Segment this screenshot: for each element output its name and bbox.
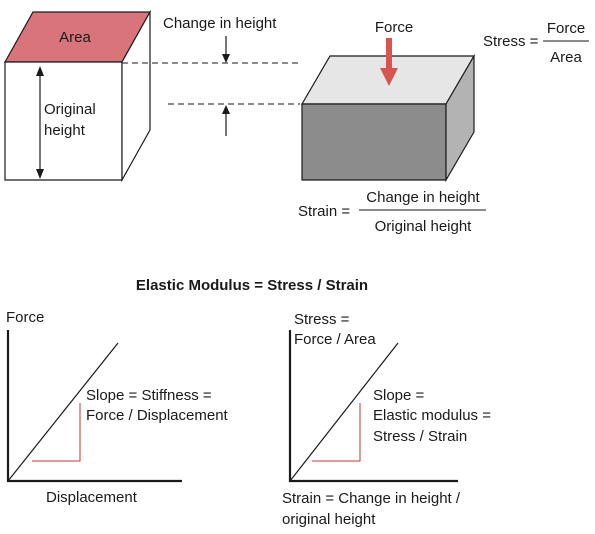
force-label: Force [375, 19, 413, 36]
right-slope-label-line1: Slope = [373, 387, 425, 404]
strain-formula-lhs: Strain = [298, 203, 350, 220]
right-y-axis-label-line2: Force / Area [294, 331, 376, 348]
right-slope-label-line3: Stress / Strain [373, 428, 467, 445]
change-in-height-indicator: Change in height [122, 15, 300, 136]
right-x-axis-label-line1: Strain = Change in height / [282, 490, 461, 507]
area-label: Area [59, 29, 91, 46]
stress-formula-numerator: Force [547, 20, 585, 37]
strain-formula-denominator: Original height [375, 218, 473, 235]
force-arrow-head [380, 68, 398, 86]
right-slope-triangle [312, 403, 361, 462]
stress-formula-lhs: Stress = [483, 33, 539, 50]
left-y-axis-label: Force [6, 309, 44, 326]
right-x-axis-label-line2: original height [282, 511, 376, 528]
original-height-label-line2: height [44, 122, 86, 139]
original-height-arrow-top [36, 66, 44, 76]
strain-formula-numerator: Change in height [366, 189, 480, 206]
stress-formula-denominator: Area [550, 49, 582, 66]
strain-formula: Strain = Change in height Original heigh… [298, 189, 486, 235]
stress-formula: Stress = Force Area [483, 20, 589, 66]
block-front-face [301, 103, 447, 181]
force-arrow-shaft [386, 38, 392, 72]
left-slope-line [7, 342, 119, 482]
original-cube: Area Original height [3, 9, 152, 183]
left-slope-label-line1: Slope = Stiffness = [86, 387, 212, 404]
change-in-height-label: Change in height [163, 15, 277, 32]
left-x-axis-label: Displacement [46, 489, 138, 506]
right-slope-line [289, 342, 399, 482]
force-displacement-graph: Force Slope = Stiffness = Force / Displa… [6, 309, 229, 506]
compressed-block: Force [300, 19, 476, 183]
change-arrow-up-head [222, 105, 230, 114]
left-slope-label-line2: Force / Displacement [86, 407, 229, 424]
stress-strain-graph: Stress = Force / Area Slope = Elastic mo… [282, 311, 491, 528]
block-side-face [445, 53, 475, 183]
cube-side-face [121, 9, 151, 183]
left-slope-triangle [32, 403, 81, 462]
elastic-modulus-title: Elastic Modulus = Stress / Strain [136, 277, 368, 294]
right-y-axis-label-line1: Stress = [294, 311, 350, 328]
change-arrow-down-head [222, 54, 230, 63]
original-height-arrow-bottom [36, 169, 44, 179]
right-slope-label-line2: Elastic modulus = [373, 407, 491, 424]
original-height-label-line1: Original [44, 101, 96, 118]
